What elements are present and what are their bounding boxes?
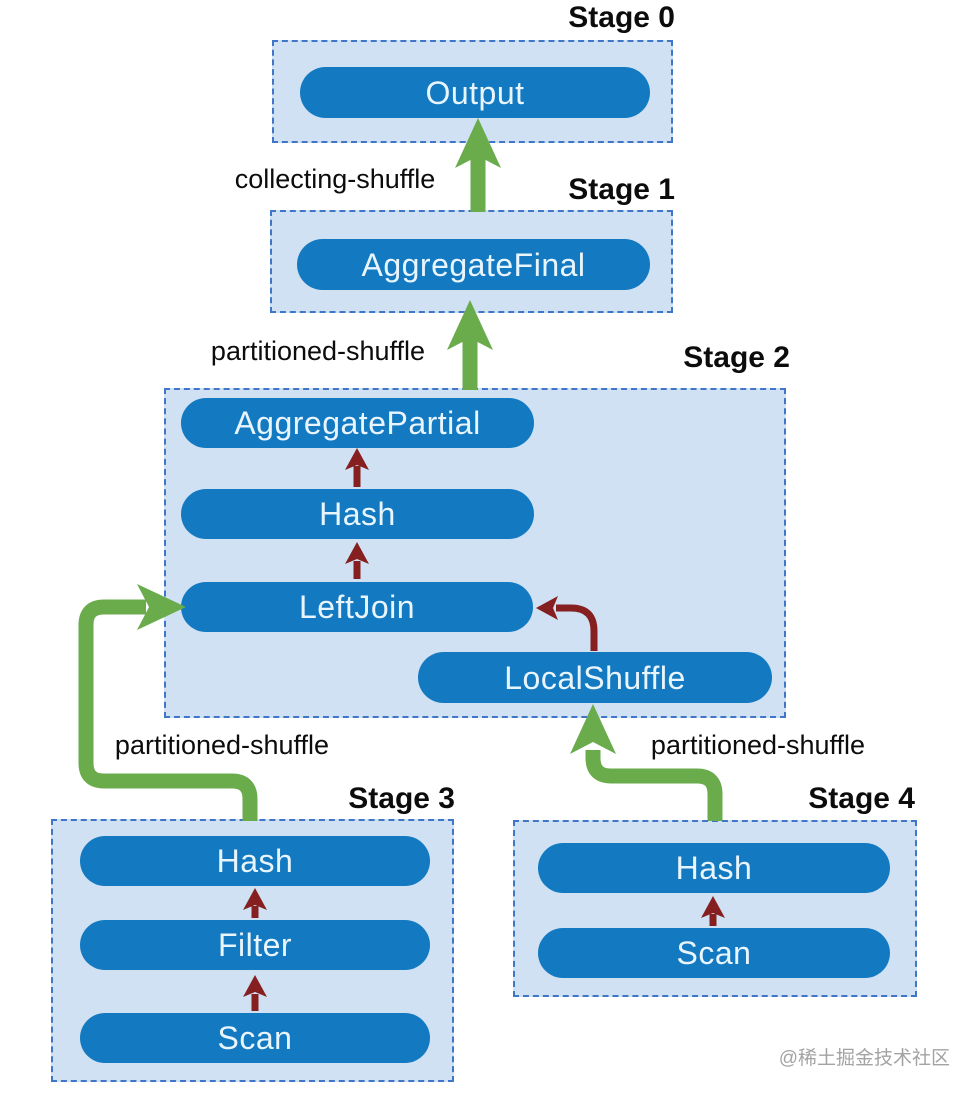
edge-label-partitioned-shuffle-top: partitioned-shuffle bbox=[210, 336, 426, 366]
arrow-partitioned-shuffle-stage4 bbox=[570, 704, 723, 821]
node-leftjoin: LeftJoin bbox=[181, 582, 533, 632]
node-filter: Filter bbox=[80, 920, 430, 970]
node-scan-stage3: Scan bbox=[80, 1013, 430, 1063]
stage-0-label: Stage 0 bbox=[568, 1, 675, 34]
node-localshuffle: LocalShuffle bbox=[418, 652, 772, 703]
stage-1-label: Stage 1 bbox=[568, 173, 675, 206]
edge-label-collecting-shuffle: collecting-shuffle bbox=[234, 164, 436, 194]
arrow-partitioned-shuffle-stage2 bbox=[447, 300, 493, 390]
node-scan-stage4: Scan bbox=[538, 928, 890, 978]
edge-label-partitioned-shuffle-right: partitioned-shuffle bbox=[650, 730, 866, 760]
watermark: @稀土掘金技术社区 bbox=[778, 1048, 950, 1069]
node-aggregatepartial: AggregatePartial bbox=[181, 398, 534, 448]
stage-2-label: Stage 2 bbox=[683, 341, 790, 374]
stage-4-label: Stage 4 bbox=[808, 782, 915, 815]
node-output: Output bbox=[300, 67, 650, 118]
node-hash-stage4: Hash bbox=[538, 843, 890, 893]
node-hash-stage3: Hash bbox=[80, 836, 430, 886]
node-aggregatefinal: AggregateFinal bbox=[297, 239, 650, 290]
edge-label-partitioned-shuffle-left: partitioned-shuffle bbox=[114, 730, 330, 760]
node-hash-stage2: Hash bbox=[181, 489, 534, 539]
stage-3-label: Stage 3 bbox=[348, 782, 455, 815]
